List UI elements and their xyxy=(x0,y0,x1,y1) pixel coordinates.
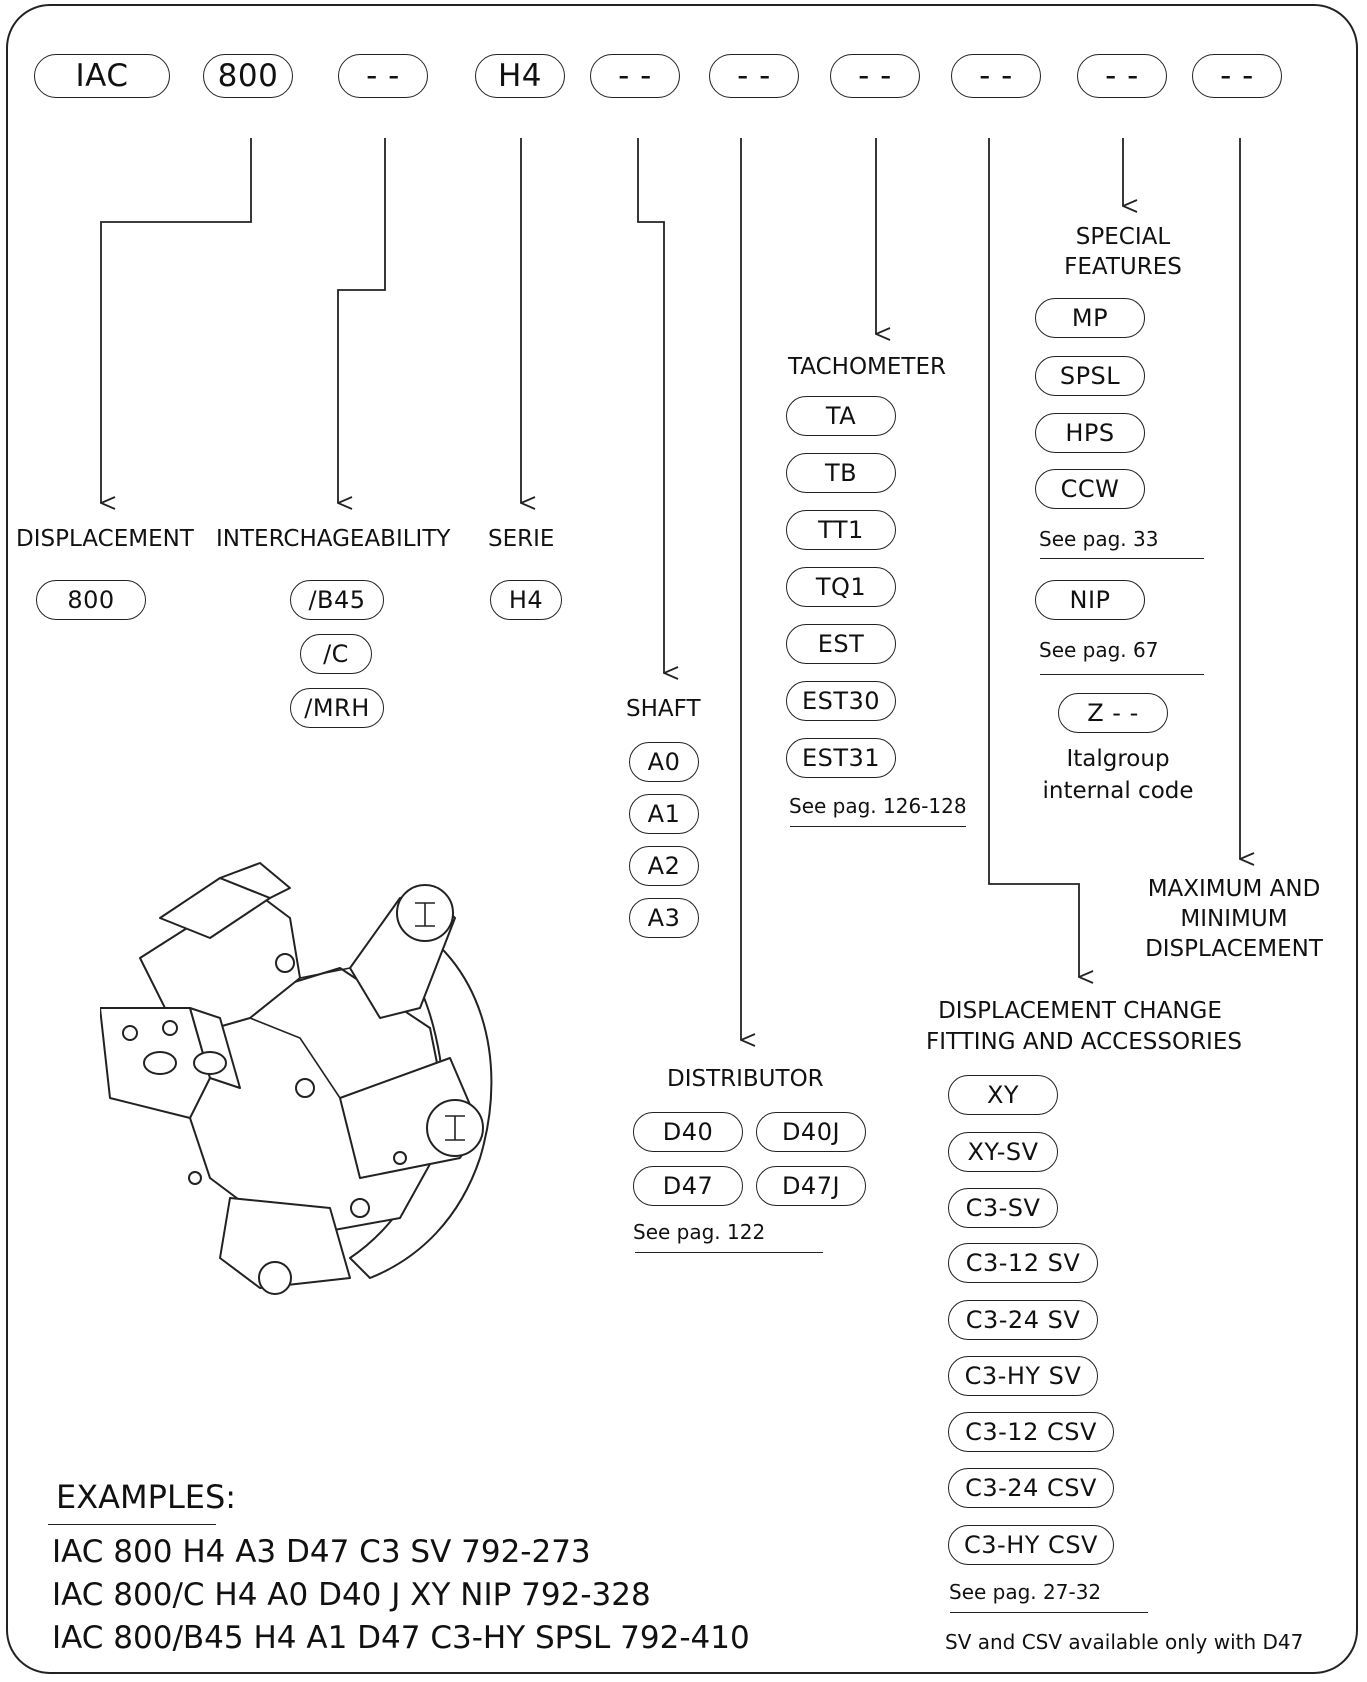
tachometer-option: EST xyxy=(786,624,896,664)
shaft-title: SHAFT xyxy=(626,696,701,722)
code-part-tachometer: - - xyxy=(830,54,920,98)
code-part-model: IAC xyxy=(34,54,170,98)
code-part-special-features: - - xyxy=(1077,54,1167,98)
special-option: Z - - xyxy=(1058,693,1168,733)
shaft-option: A1 xyxy=(629,794,699,834)
code-part-displacement: 800 xyxy=(203,54,293,98)
displacement-change-note: See pag. 27-32 xyxy=(949,1580,1102,1604)
tachometer-option: TQ1 xyxy=(786,567,896,607)
connector-displacement-change xyxy=(988,138,1079,977)
special-note-2-rule xyxy=(1040,674,1204,675)
interchangeability-option: /C xyxy=(300,634,372,674)
special-option: CCW xyxy=(1035,469,1145,509)
special-note-1: See pag. 33 xyxy=(1039,527,1159,551)
serie-option: H4 xyxy=(490,580,562,620)
displacement-change-title-line2: FITTING AND ACCESSORIES xyxy=(926,1029,1242,1055)
tachometer-title: TACHOMETER xyxy=(788,354,946,380)
displacement-change-option: C3-SV xyxy=(948,1188,1058,1228)
max-min-line1: MAXIMUM AND xyxy=(1147,876,1321,902)
distributor-title: DISTRIBUTOR xyxy=(667,1066,824,1092)
interchangeability-title: INTERCHAGEABILITY xyxy=(216,526,451,552)
tachometer-option: EST30 xyxy=(786,681,896,721)
special-note-2: See pag. 67 xyxy=(1039,638,1159,662)
special-option: NIP xyxy=(1035,580,1145,620)
special-option: MP xyxy=(1035,298,1145,338)
tachometer-note-rule xyxy=(790,826,966,827)
displacement-change-option: C3-12 CSV xyxy=(948,1412,1114,1452)
tachometer-note: See pag. 126-128 xyxy=(789,794,967,818)
displacement-title: DISPLACEMENT xyxy=(16,526,194,552)
examples-title-rule xyxy=(48,1524,216,1525)
shaft-option: A3 xyxy=(629,898,699,938)
serie-title: SERIE xyxy=(488,526,555,552)
distributor-option: D40J xyxy=(756,1112,866,1152)
distributor-note: See pag. 122 xyxy=(633,1220,766,1244)
max-min-line3: DISPLACEMENT xyxy=(1145,936,1323,962)
code-part-distributor: - - xyxy=(709,54,799,98)
special-option: HPS xyxy=(1035,413,1145,453)
special-title-line1: SPECIAL xyxy=(1075,224,1171,250)
example-line: IAC 800 H4 A3 D47 C3 SV 792-273 xyxy=(52,1534,591,1570)
displacement-change-option: C3-HY CSV xyxy=(948,1525,1114,1565)
example-line: IAC 800/C H4 A0 D40 J XY NIP 792-328 xyxy=(52,1577,651,1613)
code-part-max-min: - - xyxy=(1192,54,1282,98)
shaft-option: A0 xyxy=(629,742,699,782)
connector-interchangeability xyxy=(338,138,386,503)
distributor-option: D47J xyxy=(756,1166,866,1206)
connector-displacement xyxy=(101,138,252,503)
distributor-note-rule xyxy=(635,1252,823,1253)
motor-illustration xyxy=(100,862,493,1295)
displacement-change-option: C3-12 SV xyxy=(948,1243,1098,1283)
displacement-change-option: C3-24 CSV xyxy=(948,1468,1114,1508)
special-internal-line2: internal code xyxy=(1042,778,1194,804)
distributor-option: D47 xyxy=(633,1166,743,1206)
distributor-option: D40 xyxy=(633,1112,743,1152)
examples-title: EXAMPLES: xyxy=(56,1478,237,1516)
max-min-line2: MINIMUM xyxy=(1180,906,1288,932)
shaft-option: A2 xyxy=(629,846,699,886)
special-title-line2: FEATURES xyxy=(1064,254,1182,280)
code-part-displacement-change: - - xyxy=(951,54,1041,98)
displacement-option: 800 xyxy=(36,580,146,620)
displacement-change-note-rule xyxy=(950,1612,1148,1613)
tachometer-option: TA xyxy=(786,396,896,436)
special-note-1-rule xyxy=(1040,558,1204,559)
code-part-interchangeability: - - xyxy=(338,54,428,98)
displacement-change-option: XY xyxy=(948,1075,1058,1115)
tachometer-option: TT1 xyxy=(786,510,896,550)
displacement-change-option: C3-HY SV xyxy=(948,1356,1098,1396)
special-option: SPSL xyxy=(1035,356,1145,396)
displacement-change-option: XY-SV xyxy=(948,1132,1058,1172)
code-part-shaft: - - xyxy=(590,54,680,98)
example-line: IAC 800/B45 H4 A1 D47 C3-HY SPSL 792-410 xyxy=(52,1620,750,1656)
displacement-change-title-line1: DISPLACEMENT CHANGE xyxy=(938,998,1222,1024)
interchangeability-option: /MRH xyxy=(290,688,384,728)
interchangeability-option: /B45 xyxy=(290,580,384,620)
connector-shaft xyxy=(637,138,664,673)
tachometer-option: EST31 xyxy=(786,738,896,778)
displacement-change-option: C3-24 SV xyxy=(948,1300,1098,1340)
diagram-frame xyxy=(6,4,1358,1674)
code-part-serie: H4 xyxy=(475,54,565,98)
tachometer-option: TB xyxy=(786,453,896,493)
displacement-change-availability: SV and CSV available only with D47 xyxy=(945,1630,1304,1654)
special-internal-line1: Italgroup xyxy=(1066,746,1170,772)
